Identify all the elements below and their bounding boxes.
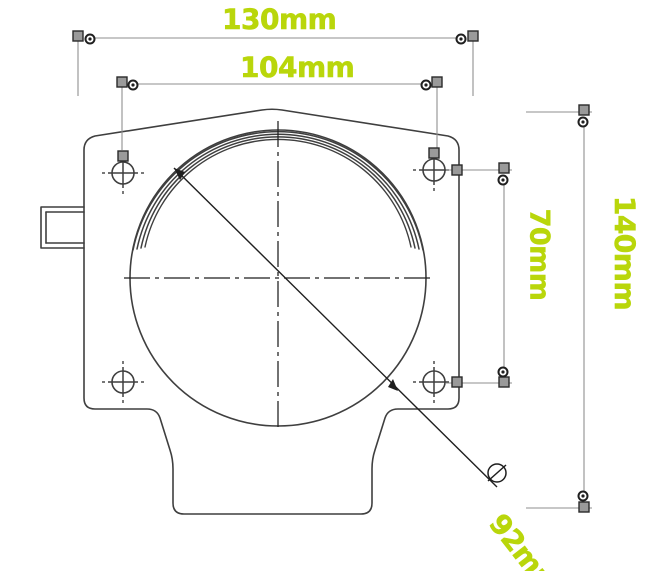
grip-square-70-top	[498, 162, 510, 174]
grip-square-140-top	[578, 104, 590, 116]
grip-square-70-bottom	[498, 376, 510, 388]
left-side-port	[40, 206, 85, 249]
grip-square-bolt-tr	[428, 147, 440, 159]
dimension-label-140mm[interactable]: 140mm	[608, 195, 642, 311]
dimension-label-70mm[interactable]: 70mm	[523, 208, 555, 301]
dimension-130mm[interactable]	[77, 37, 474, 96]
bore-recess-arc-2	[136, 133, 420, 250]
dimension-label-104mm[interactable]: 104mm	[240, 51, 355, 84]
dimension-label-130mm[interactable]: 130mm	[222, 3, 337, 36]
dimension-92mm-leader[interactable]	[173, 167, 507, 488]
grip-square-130-right	[467, 30, 479, 42]
grip-markers-group[interactable]	[72, 30, 590, 513]
grip-square-104-left	[116, 76, 128, 88]
diameter-symbol-icon	[487, 463, 507, 483]
grip-square-130-left	[72, 30, 84, 42]
bolt-hole-bottom-left	[102, 361, 144, 403]
grip-squares[interactable]	[72, 30, 590, 513]
snap-marker-dots	[88, 37, 585, 498]
grip-square-bolt-br-side	[451, 376, 463, 388]
grip-square-bolt-tl	[117, 150, 129, 162]
grip-square-104-right	[431, 76, 443, 88]
bolt-hole-bottom-right	[413, 361, 455, 403]
bolt-hole-top-left	[102, 152, 144, 194]
body-outline-group	[40, 108, 460, 515]
grip-square-140-bottom	[578, 501, 590, 513]
dimension-140mm[interactable]	[526, 111, 592, 509]
bore-centerlines	[124, 121, 432, 432]
dimension-70mm[interactable]	[446, 169, 512, 384]
dim-92-arrowheads	[174, 168, 398, 391]
grip-square-bolt-tr-side	[451, 164, 463, 176]
dimension-104mm[interactable]	[121, 83, 438, 150]
dim-92-leader-line	[173, 167, 498, 488]
body-outline	[83, 108, 460, 515]
snap-markers[interactable]	[84, 33, 589, 502]
